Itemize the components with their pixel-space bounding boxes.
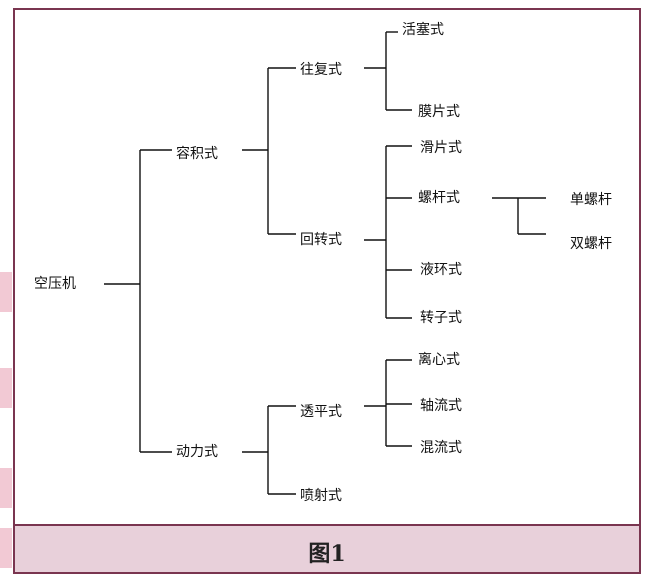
node-root: 空压机 xyxy=(34,276,76,292)
node-sliding-vane: 滑片式 xyxy=(420,140,462,156)
left-edge-mark-4 xyxy=(0,528,12,568)
left-edge-mark-1 xyxy=(0,272,12,312)
node-centrifugal: 离心式 xyxy=(418,352,460,368)
node-axial: 轴流式 xyxy=(420,398,462,414)
caption-bar: 图1 xyxy=(13,524,641,574)
node-twin-screw: 双螺杆 xyxy=(570,236,612,252)
node-mixed-flow: 混流式 xyxy=(420,440,462,456)
node-rotor: 转子式 xyxy=(420,310,462,326)
node-dynamic: 动力式 xyxy=(176,444,218,460)
figure-caption: 图1 xyxy=(308,541,346,567)
left-edge-mark-3 xyxy=(0,468,12,508)
node-turbo: 透平式 xyxy=(300,404,342,420)
figure-frame xyxy=(13,8,641,574)
node-diaphragm: 膜片式 xyxy=(418,104,460,120)
node-jet: 喷射式 xyxy=(300,488,342,504)
node-reciprocating: 往复式 xyxy=(300,62,342,78)
node-single-screw: 单螺杆 xyxy=(570,192,612,208)
left-edge-mark-2 xyxy=(0,368,12,408)
node-screw: 螺杆式 xyxy=(418,190,460,206)
node-liquid-ring: 液环式 xyxy=(420,262,462,278)
node-volumetric: 容积式 xyxy=(176,146,218,162)
node-rotary: 回转式 xyxy=(300,232,342,248)
node-piston: 活塞式 xyxy=(402,22,444,38)
